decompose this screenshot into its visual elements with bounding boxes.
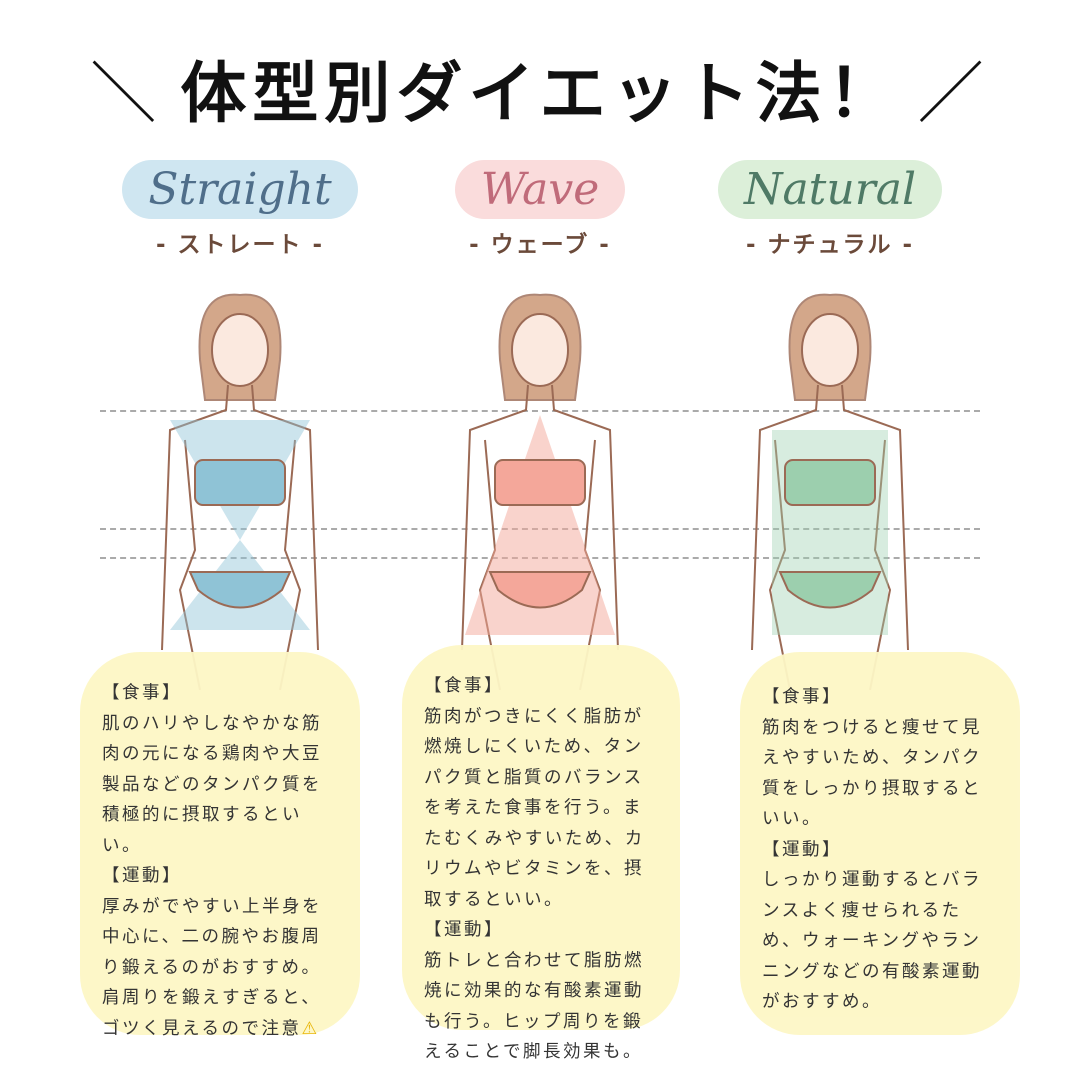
exercise-text: 焼に効果的な有酸素運動 (424, 981, 644, 1001)
exercise-text-line: ゴツく見えるので注意⚠ (102, 1014, 340, 1045)
woman-figure-illustration (751, 293, 909, 690)
exercise-text: がおすすめ。 (762, 992, 882, 1012)
food-text-line: 肌のハリやしなやかな筋 (102, 713, 322, 734)
exercise-text-line: 肩周りを鍛えすぎると、 (102, 983, 340, 1014)
page-title: ＼体型別ダイエット法！／ (0, 40, 1080, 136)
food-text-line: 積極的に摂取するとい (102, 805, 302, 825)
exercise-text: ンスよく痩せられるた (762, 900, 962, 921)
food-text-line: 質をしっかり摂取すると (762, 778, 982, 799)
woman-figure-illustration (461, 293, 619, 690)
exercise-heading: 【運動】 (102, 866, 182, 886)
exercise-text-line: ニングなどの有酸素運動 (762, 957, 1000, 988)
exercise-text: ゴツく見えるので注意 (102, 1018, 302, 1039)
exercise-text: 中心に、二の腕やお腹周 (102, 927, 322, 947)
body-type-header-straight: Straight - ストレート - (90, 160, 390, 259)
food-heading: 【食事】 (424, 676, 504, 696)
food-text-line: い。 (102, 835, 142, 856)
exercise-text: り鍛えるのがおすすめ。 (102, 957, 322, 978)
exercise-text-line: り鍛えるのがおすすめ。 (102, 953, 340, 984)
type-name: - ナチュラル - (745, 232, 915, 258)
exercise-text-line: しっかり運動するとバラ (762, 865, 1000, 896)
food-text-line: 筋肉がつきにくく脂肪が (424, 706, 644, 727)
body-type-header-wave: Wave - ウェーブ - (390, 160, 690, 259)
body-type-header-natural: Natural - ナチュラル - (680, 160, 980, 259)
food-text-line: パク質と脂質のバランス (424, 767, 644, 788)
exercise-text-line: め、ウォーキングやラン (762, 926, 1000, 957)
exercise-text-line: 焼に効果的な有酸素運動 (424, 976, 660, 1007)
food-heading: 【食事】 (102, 683, 182, 703)
food-text-line: 燃焼しにくいため、タン (424, 737, 644, 757)
food-text-line: を考えた食事を行う。ま (424, 798, 643, 818)
exercise-text: め、ウォーキングやラン (762, 931, 982, 951)
exercise-text: ニングなどの有酸素運動 (762, 961, 982, 982)
food-text-line: いい。 (762, 809, 822, 829)
shoulder-guide-line (100, 410, 980, 412)
advice-box-natural: 【食事】筋肉をつけると痩せて見えやすいため、タンパク質をしっかり摂取するといい。… (740, 652, 1020, 1035)
food-text-line: 取するといい。 (424, 889, 564, 910)
exercise-text: 厚みがでやすい上半身を (102, 896, 322, 917)
left-slash: ＼ (90, 55, 163, 132)
exercise-heading: 【運動】 (424, 920, 504, 940)
woman-figure-illustration (161, 293, 319, 690)
exercise-text: えることで脚長効果も。 (424, 1042, 643, 1062)
food-text-line: 肉の元になる鶏肉や大豆 (102, 744, 322, 764)
food-text-line: リウムやビタミンを、摂 (424, 859, 644, 879)
exercise-text-line: 中心に、二の腕やお腹周 (102, 922, 340, 953)
exercise-text: 筋トレと合わせて脂肪燃 (424, 950, 644, 971)
food-text-line: 筋肉をつけると痩せて見 (762, 717, 982, 738)
food-text-line: えやすいため、タンパク (762, 748, 982, 768)
type-name: - ストレート - (155, 232, 325, 258)
exercise-text-line: ンスよく痩せられるた (762, 896, 1000, 927)
exercise-text: 肩周りを鍛えすぎると、 (102, 988, 322, 1008)
title-text: 体型別ダイエット法！ (180, 55, 900, 132)
advice-box-wave: 【食事】筋肉がつきにくく脂肪が燃焼しにくいため、タンパク質と脂質のバランスを考え… (402, 645, 680, 1062)
food-text-line: たむくみやすいため、カ (424, 828, 645, 849)
type-name: - ウェーブ - (469, 232, 611, 258)
exercise-text-line: えることで脚長効果も。 (424, 1037, 660, 1068)
right-slash: ／ (917, 55, 990, 132)
food-heading: 【食事】 (762, 687, 842, 707)
script-label: Straight (122, 160, 358, 219)
exercise-text-line: 厚みがでやすい上半身を (102, 892, 340, 923)
exercise-text-line: 筋トレと合わせて脂肪燃 (424, 946, 660, 977)
script-label: Natural (717, 160, 943, 219)
exercise-text-line: がおすすめ。 (762, 987, 1000, 1018)
script-label: Wave (454, 160, 626, 219)
exercise-heading: 【運動】 (762, 839, 842, 860)
exercise-text-line: も行う。ヒップ周りを鍛 (424, 1007, 660, 1038)
advice-box-straight: 【食事】肌のハリやしなやかな筋肉の元になる鶏肉や大豆製品などのタンパク質を積極的… (80, 652, 360, 1039)
warning-icon: ⚠ (301, 1018, 320, 1039)
exercise-text: も行う。ヒップ周りを鍛 (424, 1011, 643, 1032)
exercise-text: しっかり運動するとバラ (762, 870, 982, 890)
food-text-line: 製品などのタンパク質を (102, 774, 322, 795)
